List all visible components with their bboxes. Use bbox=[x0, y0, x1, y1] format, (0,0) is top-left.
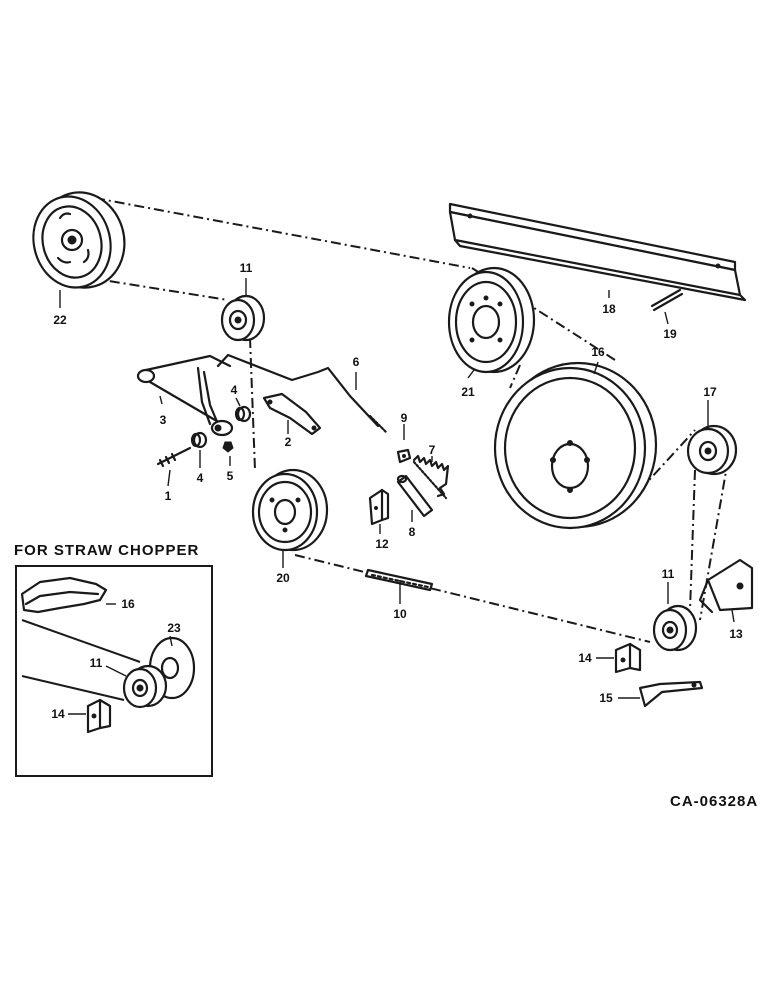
bracket-14 bbox=[614, 642, 642, 674]
belt-lower bbox=[294, 429, 729, 643]
label-20: 20 bbox=[276, 571, 290, 585]
nut-5 bbox=[222, 441, 234, 453]
idler-pulley-11-lower bbox=[652, 604, 698, 652]
label-2: 2 bbox=[285, 435, 292, 449]
label-17: 17 bbox=[703, 385, 717, 399]
label-16: 16 bbox=[591, 345, 605, 359]
bolt-1 bbox=[156, 446, 192, 468]
idler-pulley-11-upper bbox=[220, 294, 266, 342]
label-14: 14 bbox=[578, 651, 592, 665]
inset-label-14: 14 bbox=[51, 707, 65, 721]
arm-3 bbox=[136, 354, 234, 430]
belt-guide-10 bbox=[364, 568, 434, 592]
inset-frame bbox=[15, 565, 213, 777]
label-5: 5 bbox=[227, 469, 234, 483]
inset-label-23: 23 bbox=[167, 621, 181, 635]
label-8: 8 bbox=[409, 525, 416, 539]
inset-title: FOR STRAW CHOPPER bbox=[14, 542, 199, 559]
bracket-13 bbox=[698, 558, 754, 614]
label-4-lower: 4 bbox=[197, 471, 204, 485]
inset-label-11: 11 bbox=[90, 656, 103, 670]
label-15: 15 bbox=[599, 691, 613, 705]
label-19: 19 bbox=[663, 327, 677, 341]
label-22: 22 bbox=[53, 313, 67, 327]
sleeve-8 bbox=[396, 474, 434, 518]
inset-belt bbox=[21, 619, 141, 701]
straw-chopper-inset: FOR STRAW CHOPPER 16 23 bbox=[14, 542, 213, 777]
pulley-22 bbox=[32, 191, 126, 289]
label-18: 18 bbox=[602, 302, 616, 316]
label-3: 3 bbox=[160, 413, 167, 427]
inset-pulley-16 bbox=[20, 576, 108, 614]
inset-idler-11 bbox=[122, 664, 168, 709]
label-11-upper: 11 bbox=[240, 261, 253, 275]
label-1: 1 bbox=[165, 489, 172, 503]
pin-19 bbox=[650, 288, 684, 312]
bracket-12 bbox=[368, 488, 390, 526]
bracket-15 bbox=[638, 680, 704, 708]
label-13: 13 bbox=[729, 627, 743, 641]
label-11-lower: 11 bbox=[662, 567, 675, 581]
bushing-4-lower bbox=[190, 431, 208, 449]
label-6: 6 bbox=[353, 355, 360, 369]
label-4-upper: 4 bbox=[231, 383, 238, 397]
drawing-code: CA-06328A bbox=[670, 793, 758, 810]
pulley-21 bbox=[447, 266, 536, 374]
callouts: 11 22 18 19 21 16 17 6 4 3 2 9 7 5 4 1 8 bbox=[53, 261, 743, 705]
channel-18 bbox=[448, 202, 747, 302]
label-9: 9 bbox=[401, 411, 408, 425]
label-10: 10 bbox=[393, 607, 407, 621]
nut-9 bbox=[396, 448, 412, 464]
spring-7 bbox=[412, 454, 450, 500]
pulley-17 bbox=[686, 424, 738, 476]
label-7: 7 bbox=[429, 443, 436, 457]
rod-6 bbox=[216, 353, 388, 434]
inset-label-16: 16 bbox=[121, 597, 135, 611]
label-12: 12 bbox=[375, 537, 389, 551]
pulley-16 bbox=[493, 361, 658, 530]
bracket-2 bbox=[262, 392, 322, 436]
inset-bracket-14 bbox=[86, 698, 112, 734]
label-21: 21 bbox=[461, 385, 475, 399]
hub-shaft bbox=[210, 419, 234, 437]
pulley-20 bbox=[251, 468, 329, 552]
bushing-4-upper bbox=[234, 405, 252, 423]
